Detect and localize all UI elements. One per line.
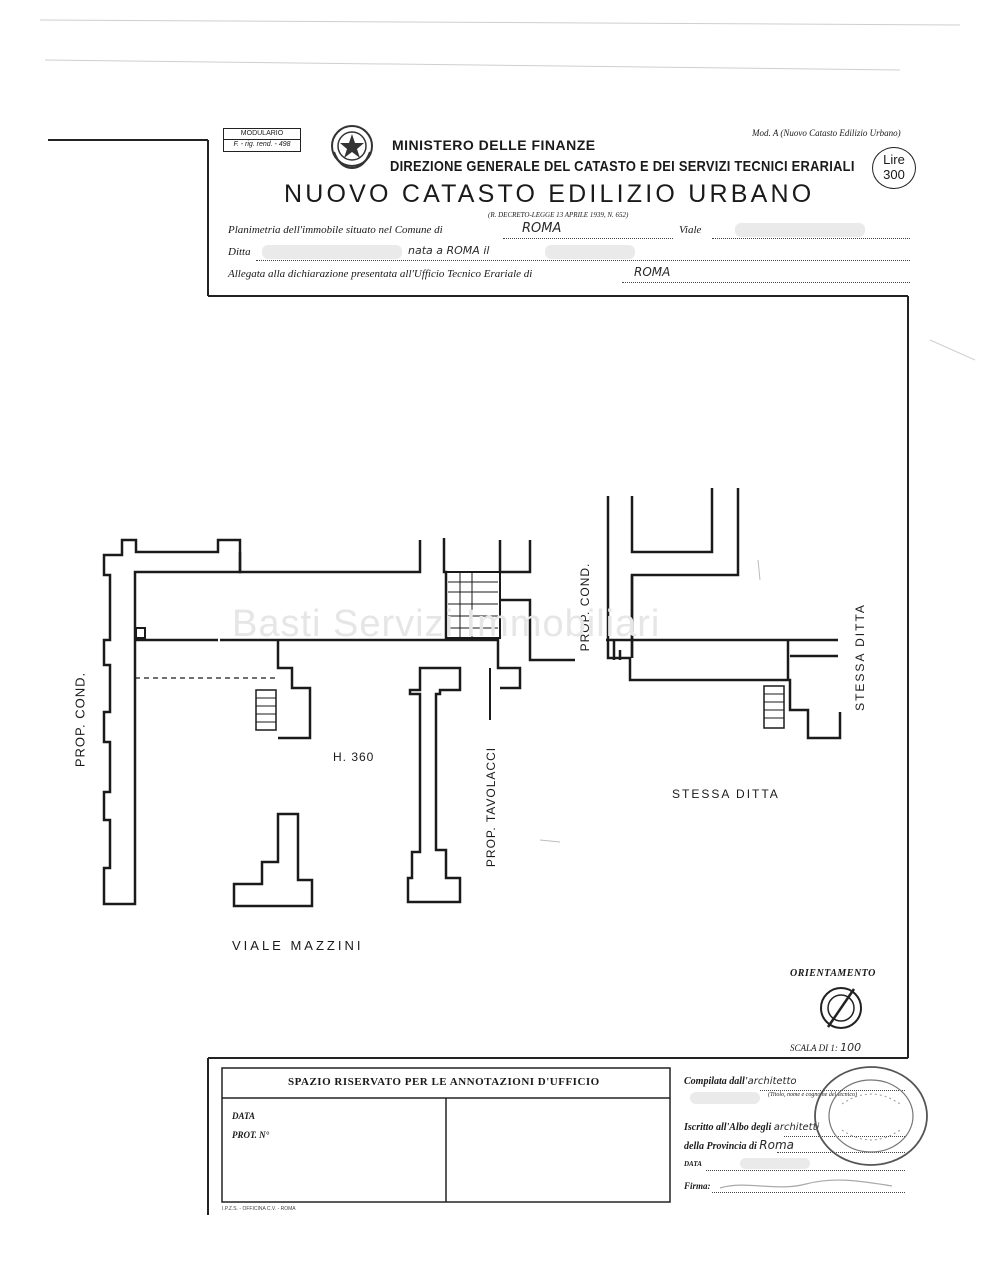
allegata-rule [622,282,910,283]
sig-data-rule [706,1170,905,1171]
decree-reference: (R. DECRETO-LEGGE 13 APRILE 1939, N. 652… [488,211,629,219]
label-viale-mazzini: VIALE MAZZINI [232,938,364,953]
ministry-name: MINISTERO DELLE FINANZE [392,137,596,153]
label-prop-tavolacci: PROP. TAVOLACCI [484,746,498,868]
iscritto-label: Iscritto all'Albo degli architetti [684,1122,819,1133]
document-title: NUOVO CATASTO EDILIZIO URBANO [284,180,815,208]
via-rule [712,238,910,239]
compilata-value: architetto [747,1076,797,1087]
modulario-box: MODULARIO F. - rig. rend. - 498 [223,128,301,152]
model-reference: Mod. A (Nuovo Catasto Edilizio Urbano) [752,128,901,138]
iscritto-rule [784,1136,905,1137]
architect-order-stamp [814,1066,928,1166]
planimetria-label: Planimetria dell'immobile situato nel Co… [228,224,443,236]
italian-republic-emblem [331,125,373,170]
scale-label: SCALA DI 1: 100 [790,1041,861,1054]
comune-rule [503,238,673,239]
printer-credit: I.P.Z.S. - OFFICINA C.V. - ROMA [222,1206,296,1212]
label-stessa-ditta-right: STESSA DITTA [853,603,867,711]
plan-left-wall [102,538,242,906]
provincia-value: Roma [759,1138,795,1152]
via-label: Viale [679,224,702,236]
compass-icon [820,987,862,1029]
firma-label: Firma: [684,1181,711,1191]
signature-scribble [719,1179,893,1189]
modulario-title: MODULARIO [224,129,300,140]
office-prot-label: PROT. N° [232,1130,270,1140]
office-box-title: SPAZIO RISERVATO PER LE ANNOTAZIONI D'UF… [288,1076,600,1088]
label-prop-cond-left: PROP. COND. [72,671,88,768]
ditta-label: Ditta [228,246,251,258]
redacted-architect [690,1092,760,1104]
modulario-code: F. - rig. rend. - 498 [233,141,291,148]
scale-prefix: SCALA DI 1: [790,1043,838,1053]
scale-value: 100 [840,1041,862,1054]
compilata-rule [760,1090,905,1091]
direzione-generale: DIREZIONE GENERALE DEL CATASTO E DEI SER… [390,158,855,175]
compilata-label: Compilata dall'architetto [684,1076,797,1087]
ditta-value: nata a ROMA il [408,244,490,257]
allegata-label: Allegata alla dichiarazione presentata a… [228,268,533,280]
stamp-amount: 300 [883,167,905,182]
sig-data-label: DATA [684,1160,702,1168]
redacted-birthdate [545,245,635,259]
compilata-note: (Titolo, nome e cognome del tecnico) [768,1092,857,1098]
comune-value: ROMA [522,221,562,236]
redacted-street [735,223,865,237]
watermark: Basti Servizi Immobiliari [232,603,661,645]
provincia-rule [777,1152,905,1153]
label-stessa-ditta-center: STESSA DITTA [672,787,780,801]
ditta-rule [256,260,910,261]
stamp-lire-label: Lire [883,152,905,167]
redacted-owner [262,245,402,259]
redacted-date [740,1158,810,1169]
compilata-prefix: Compilata dall' [684,1076,748,1087]
label-height: H. 360 [333,750,375,764]
iscritto-value: architetti [773,1122,820,1133]
iscritto-prefix: Iscritto all'Albo degli [684,1122,772,1133]
office-data-label: DATA [232,1111,256,1121]
provincia-prefix: della Provincia di [684,1141,757,1152]
stamp-duty: Lire 300 [872,147,916,189]
ufficio-value: ROMA [634,265,671,279]
provincia-label: della Provincia di Roma [684,1138,794,1152]
orientation-label: ORIENTAMENTO [790,968,876,979]
firma-rule [712,1192,905,1193]
